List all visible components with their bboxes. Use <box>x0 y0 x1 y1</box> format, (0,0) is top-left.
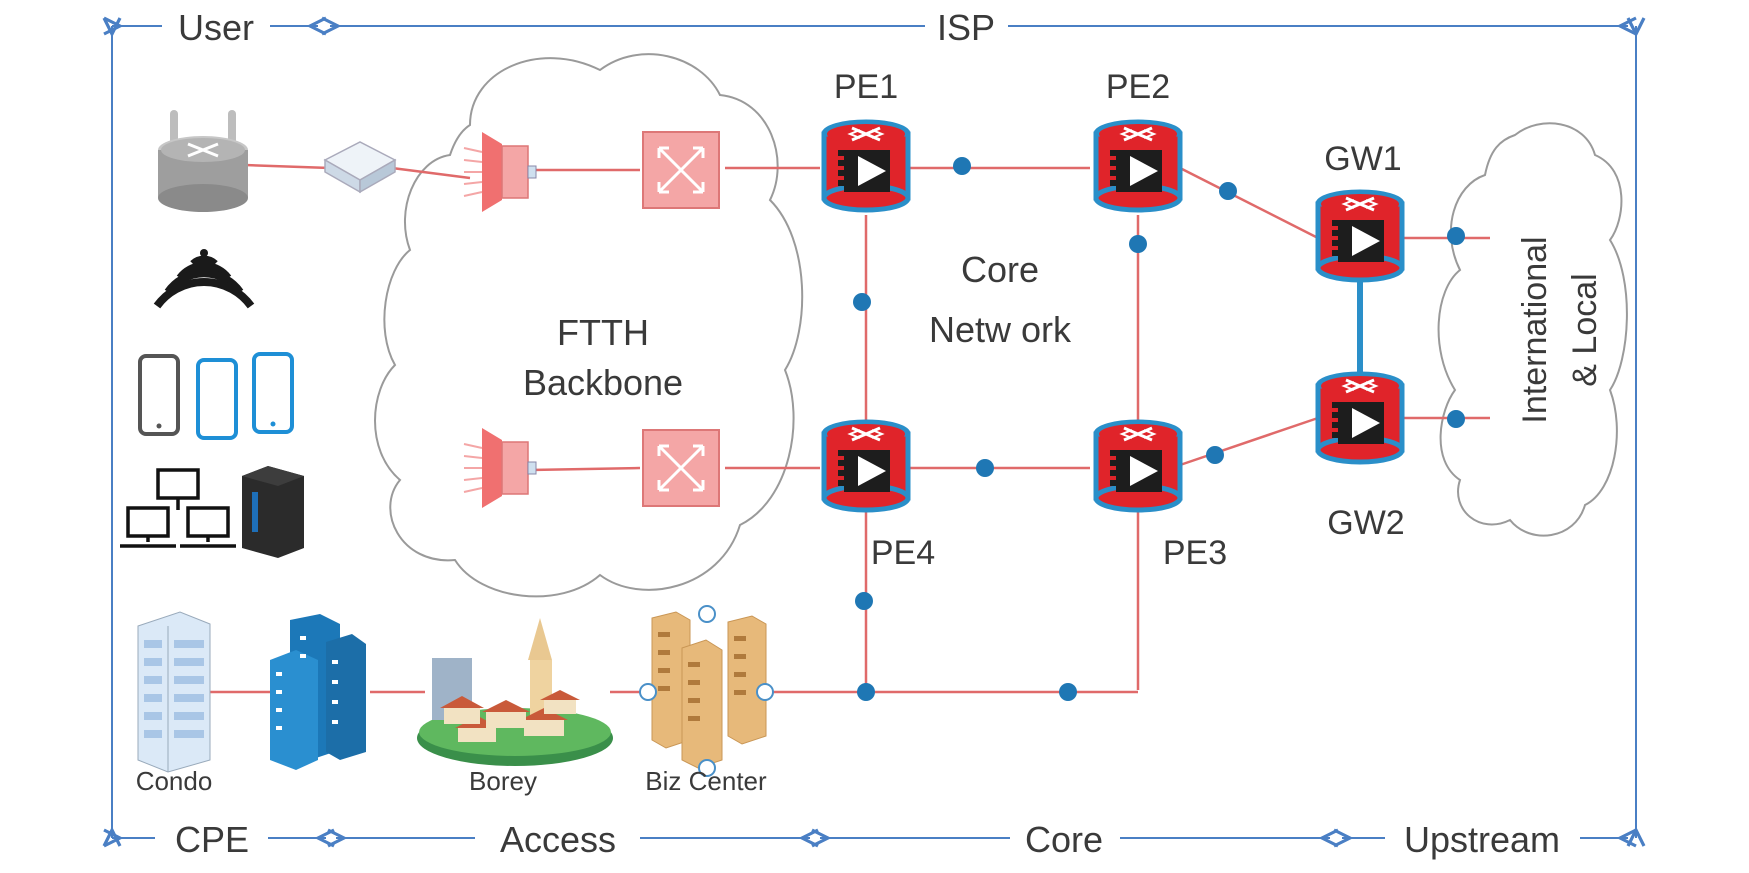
biz-center-icon <box>639 605 774 777</box>
section-label-user: User <box>178 7 254 48</box>
section-label-isp: ISP <box>937 7 995 48</box>
link-dots <box>853 157 1465 701</box>
router-gw1[interactable] <box>1318 192 1402 280</box>
upstream-cloud-label-line2: & Local <box>1566 273 1604 386</box>
upstream-cloud <box>1437 122 1628 537</box>
onu-device-icon <box>323 141 397 194</box>
router-label-gw2: GW2 <box>1327 504 1404 542</box>
smartphone-icon <box>138 352 294 440</box>
section-label-core: Core <box>1025 819 1103 860</box>
wifi-signal-icon <box>153 249 255 309</box>
site-label-biz-center: Biz Center <box>645 766 767 796</box>
router-pe4[interactable] <box>824 422 908 510</box>
router-pe3[interactable] <box>1096 422 1180 510</box>
section-label-upstream: Upstream <box>1404 819 1560 860</box>
switch-bottom <box>641 428 721 508</box>
router-label-pe3: PE3 <box>1163 534 1227 572</box>
condo-building-icon <box>137 611 211 773</box>
router-label-pe1: PE1 <box>834 68 898 106</box>
section-frame <box>112 26 1636 838</box>
router-pe2[interactable] <box>1096 122 1180 210</box>
section-label-cpe: CPE <box>175 819 249 860</box>
router-gw2[interactable] <box>1318 374 1402 462</box>
core-network-label-line2: Netw ork <box>929 309 1072 350</box>
ftth-cloud-label-line1: FTTH <box>557 312 649 353</box>
upstream-cloud-label-line1: International <box>1516 236 1554 423</box>
computer-network-icon <box>120 468 236 548</box>
wifi-router-icon <box>158 110 248 212</box>
section-label-access: Access <box>500 819 616 860</box>
office-building-icon <box>270 614 366 770</box>
ftth-cloud-label-line2: Backbone <box>523 362 683 403</box>
router-label-pe2: PE2 <box>1106 68 1170 106</box>
router-label-gw1: GW1 <box>1324 140 1401 178</box>
core-network-label-line1: Core <box>961 249 1039 290</box>
borey-village-icon <box>417 618 613 766</box>
server-icon <box>242 466 304 558</box>
site-label-borey: Borey <box>469 766 537 796</box>
switch-top <box>641 130 721 210</box>
router-pe1[interactable] <box>824 122 908 210</box>
site-label-condo: Condo <box>136 766 213 796</box>
router-label-pe4: PE4 <box>871 534 935 572</box>
